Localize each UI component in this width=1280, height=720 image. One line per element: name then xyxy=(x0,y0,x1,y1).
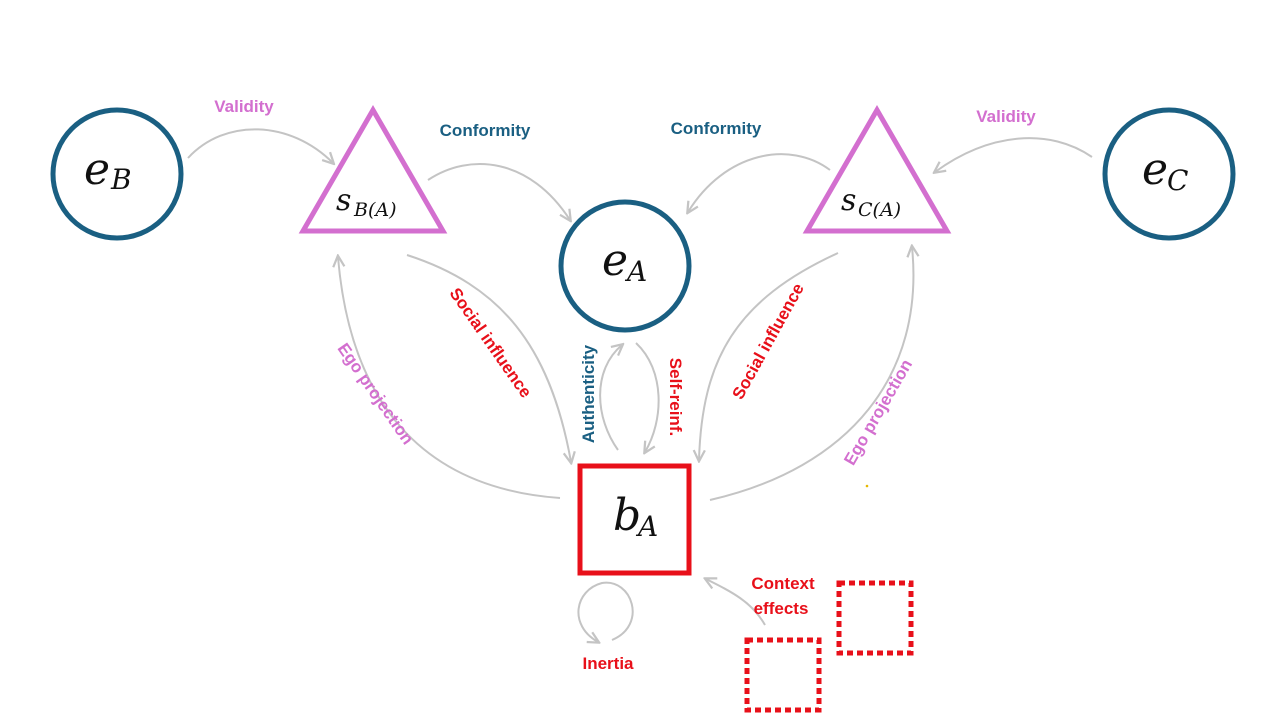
label-self-reinf: Self-reinf. xyxy=(666,358,685,436)
context-effects-arrow xyxy=(706,579,766,626)
node-s-b-a-sub: B(A) xyxy=(353,199,397,221)
label-validity-left: Validity xyxy=(214,97,274,116)
label-ego-projection-left: Ego projection xyxy=(334,340,418,448)
label-validity-right: Validity xyxy=(976,107,1036,126)
node-s-c-a: s C(A) xyxy=(802,105,952,234)
node-b-a-main: b xyxy=(613,490,641,541)
node-e-c-sub: C xyxy=(1167,164,1188,197)
inertia-arrow xyxy=(577,581,634,642)
label-social-influence-right: Social influence xyxy=(729,280,808,402)
node-e-b-sub: B xyxy=(110,163,132,196)
node-e-c-main: e xyxy=(1142,144,1168,195)
node-s-b-a-main: s xyxy=(336,183,351,218)
validity-left-arrow xyxy=(187,128,333,163)
label-authenticity: Authenticity xyxy=(579,344,598,443)
context-square-upper xyxy=(836,580,914,656)
node-e-a-main: e xyxy=(602,235,628,286)
ego-projection-right-arrow xyxy=(709,247,913,501)
label-context-effects-line1: Context xyxy=(751,574,815,593)
label-social-influence-left: Social influence xyxy=(446,284,536,401)
node-b-a: b A xyxy=(577,463,692,576)
social-influence-left-arrow xyxy=(406,254,571,462)
label-inertia: Inertia xyxy=(582,654,634,673)
label-context-effects-line2: effects xyxy=(754,599,809,618)
node-e-b: e B xyxy=(50,107,184,241)
label-conformity-left: Conformity xyxy=(440,121,531,140)
node-e-b-main: e xyxy=(84,144,110,195)
stray-dot xyxy=(865,484,869,488)
node-b-a-sub: A xyxy=(635,510,658,543)
node-e-a: e A xyxy=(558,199,692,333)
node-s-c-a-sub: C(A) xyxy=(858,199,901,221)
node-e-c: e C xyxy=(1102,107,1236,241)
social-influence-right-arrow xyxy=(699,252,839,460)
context-square-lower xyxy=(744,637,822,713)
ego-projection-left-arrow xyxy=(338,257,561,499)
label-conformity-right: Conformity xyxy=(671,119,762,138)
node-e-a-sub: A xyxy=(624,255,647,288)
node-s-b-a: s B(A) xyxy=(298,105,448,234)
node-s-c-a-main: s xyxy=(841,183,856,218)
label-ego-projection-right: Ego projection xyxy=(840,356,916,469)
validity-right-arrow xyxy=(935,137,1093,172)
conformity-right-arrow xyxy=(688,153,831,212)
authenticity-arrow xyxy=(599,345,622,451)
self-reinf-arrow xyxy=(635,342,660,452)
conformity-left-arrow xyxy=(427,163,570,220)
